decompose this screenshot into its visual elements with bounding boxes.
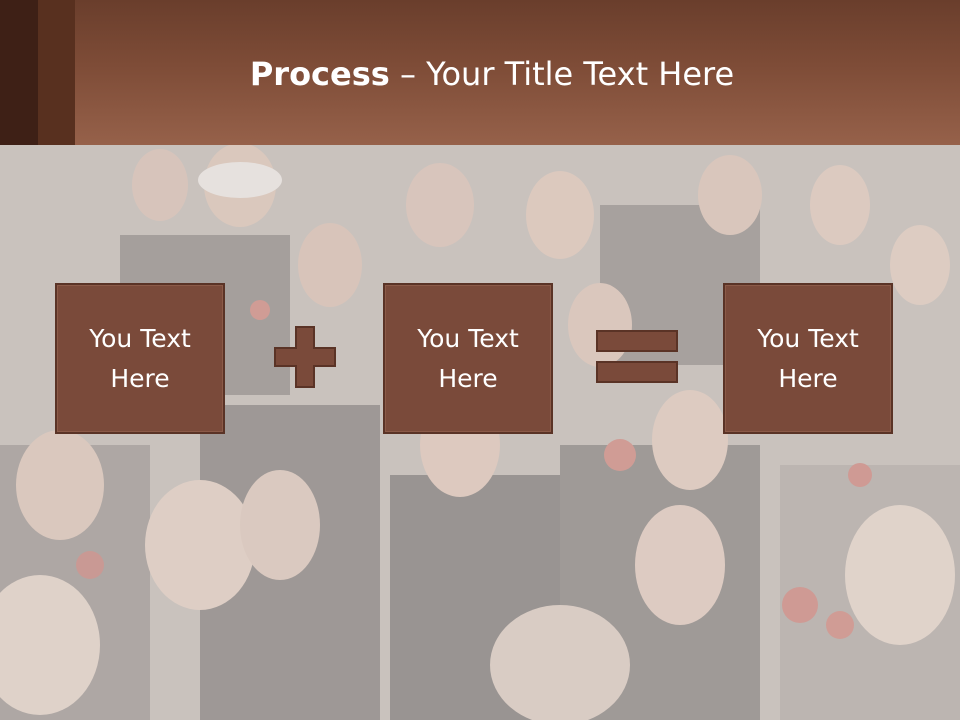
process-box-3: You Text Here bbox=[723, 283, 893, 434]
header-accent-dark bbox=[0, 0, 38, 145]
process-box-1: You Text Here bbox=[55, 283, 225, 434]
equals-icon bbox=[596, 330, 678, 383]
title-rest: – Your Title Text Here bbox=[389, 55, 735, 93]
process-box-2-text: You Text Here bbox=[417, 323, 519, 393]
plus-icon bbox=[274, 326, 336, 388]
header-accent-mid bbox=[38, 0, 75, 145]
process-box-3-text: You Text Here bbox=[757, 323, 859, 393]
title-bold: Process bbox=[249, 55, 390, 93]
title-band: Process – Your Title Text Here bbox=[0, 0, 960, 145]
process-box-1-text: You Text Here bbox=[89, 323, 191, 393]
slide-title: Process – Your Title Text Here bbox=[0, 52, 960, 96]
process-box-2: You Text Here bbox=[383, 283, 553, 434]
